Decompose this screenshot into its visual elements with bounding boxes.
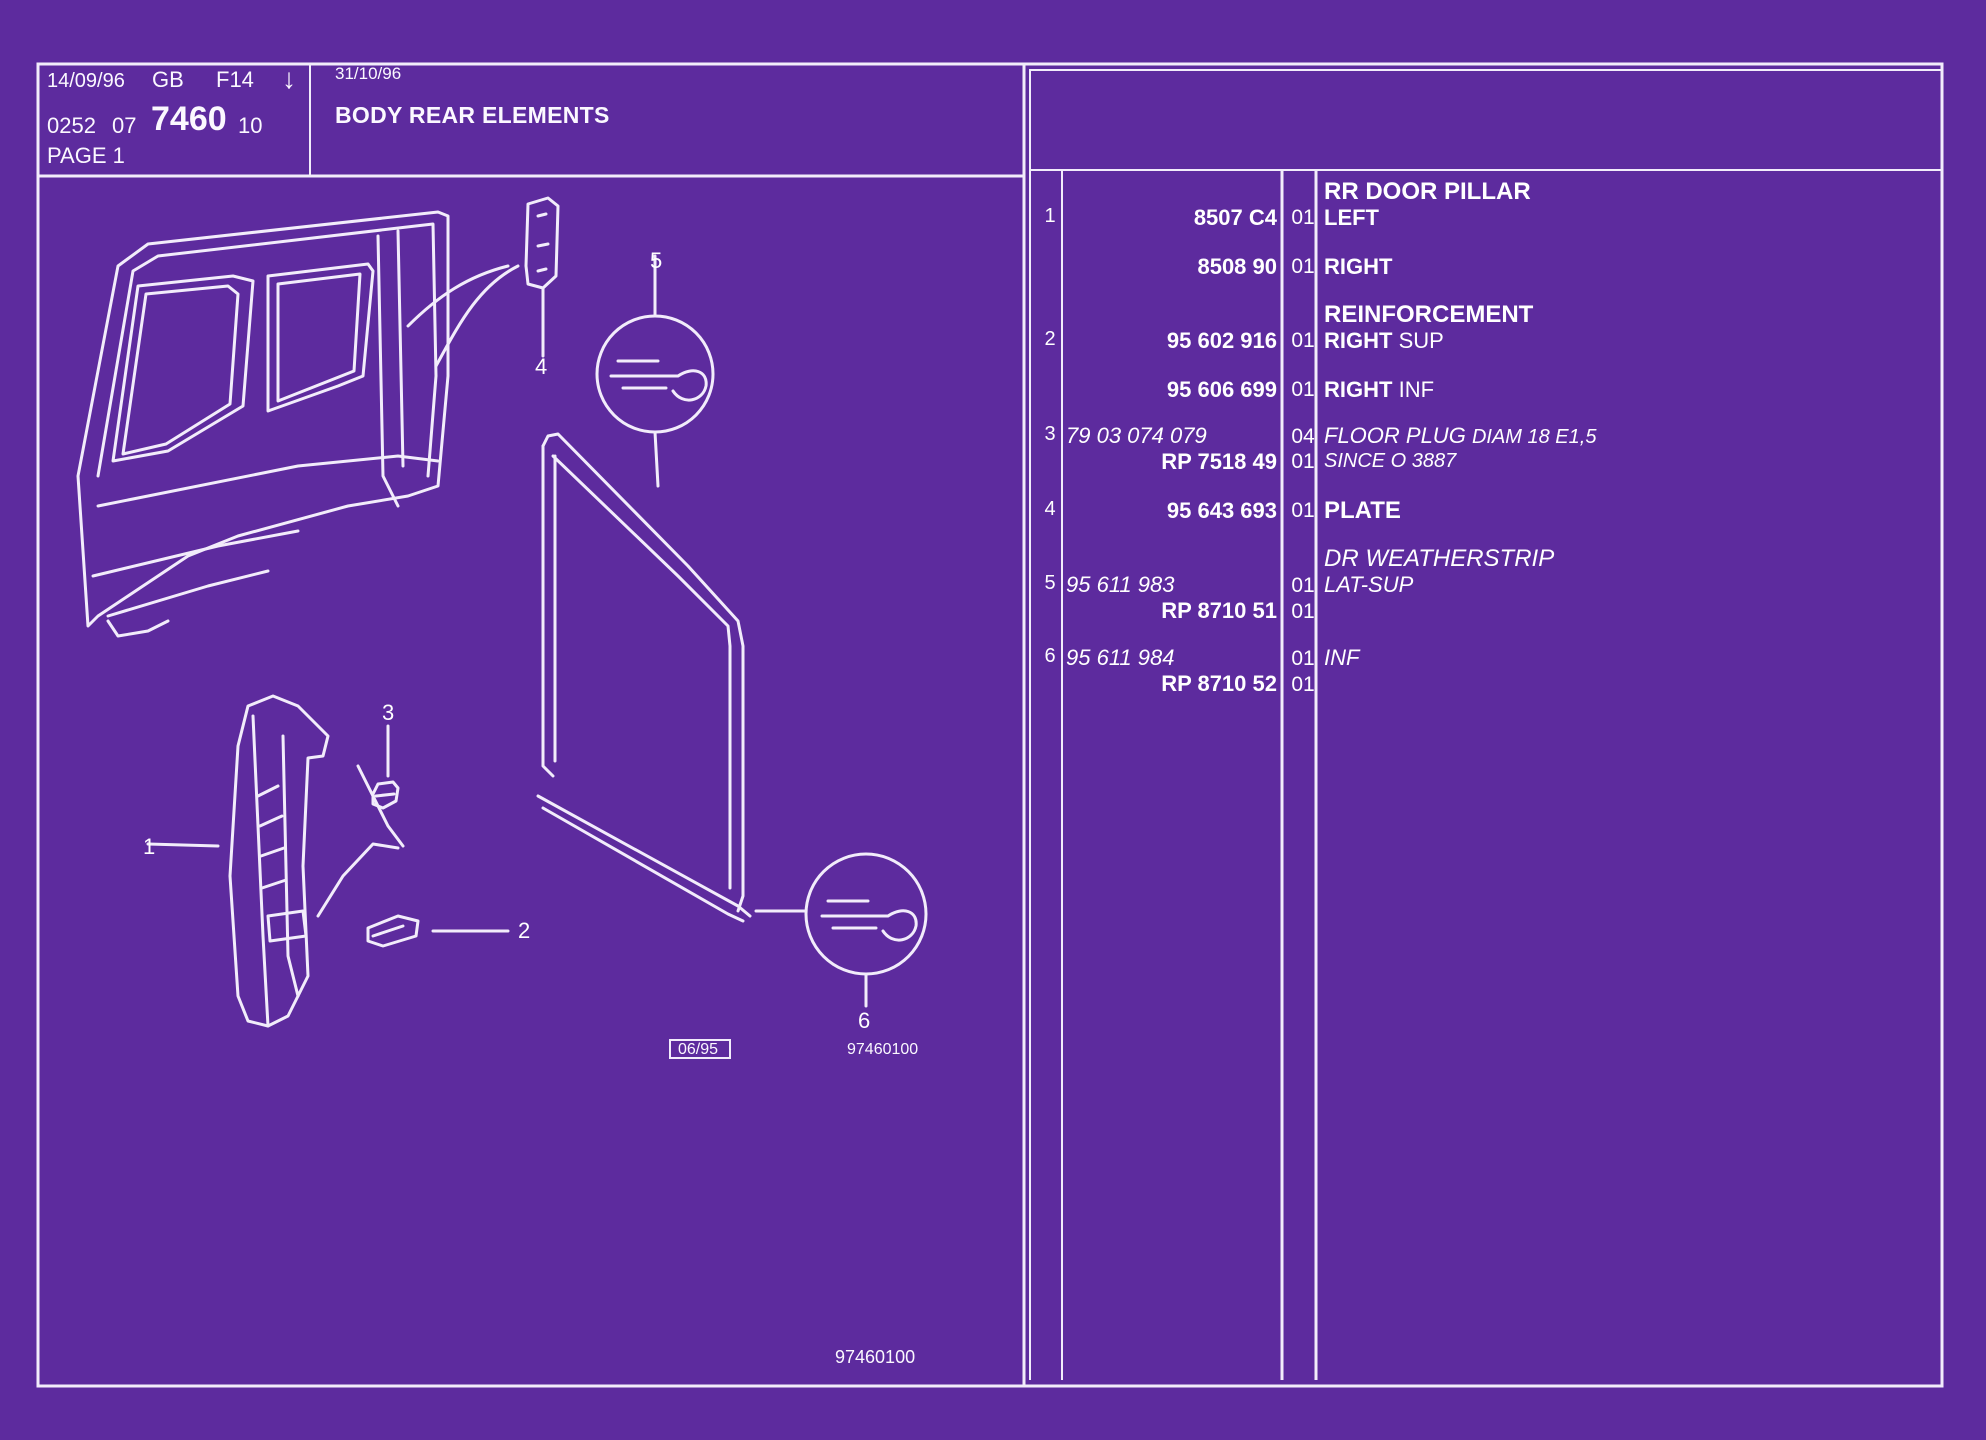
callout-1: 1 xyxy=(143,834,156,859)
page-number: PAGE 1 xyxy=(47,143,125,168)
quantity: 01 xyxy=(1291,673,1315,696)
callout-2: 2 xyxy=(518,918,531,943)
part-number: 95 611 983 xyxy=(1066,572,1175,597)
header-language: GB xyxy=(152,67,184,92)
quantity: 01 xyxy=(1291,647,1315,670)
header-number-b: 07 xyxy=(112,113,137,138)
description: PLATE xyxy=(1324,497,1401,524)
description: RIGHT xyxy=(1324,254,1393,279)
description: LAT-SUP xyxy=(1324,572,1414,597)
part-number: RP 8710 52 xyxy=(1161,671,1277,696)
ref-number: 2 xyxy=(1044,328,1056,350)
header-number-c: 10 xyxy=(238,113,263,138)
exploded-parts-drawing xyxy=(76,196,928,1059)
ref-number: 4 xyxy=(1044,498,1056,520)
callout-4: 4 xyxy=(535,354,548,379)
quantity: 01 xyxy=(1291,255,1315,278)
header-number-a: 0252 xyxy=(47,113,96,138)
part-number: 8507 C4 xyxy=(1193,205,1277,230)
quantity: 04 xyxy=(1291,425,1315,448)
description: LEFT xyxy=(1324,205,1379,230)
header-date: 14/09/96 xyxy=(47,70,125,92)
description: FLOOR PLUG DIAM 18 E1,5 xyxy=(1324,423,1597,448)
callout-6: 6 xyxy=(858,1008,871,1033)
header-code: F14 xyxy=(216,67,254,92)
part-number: 95 611 984 xyxy=(1066,645,1175,670)
ref-number: 5 xyxy=(1044,572,1056,594)
part-number: RP 8710 51 xyxy=(1161,598,1277,623)
revision-date: 31/10/96 xyxy=(335,64,402,83)
description: RIGHT INF xyxy=(1324,377,1435,402)
footer-reference: 97460100 xyxy=(835,1347,916,1367)
ref-number: 3 xyxy=(1044,423,1056,445)
part-number: 95 643 693 xyxy=(1166,498,1277,523)
description: SINCE O 3887 xyxy=(1324,450,1457,472)
quantity: 01 xyxy=(1291,574,1315,597)
drawing-date-box: 06/95 xyxy=(678,1041,719,1058)
quantity: 01 xyxy=(1291,378,1315,401)
header-main-number: 7460 xyxy=(151,100,227,138)
down-arrow-icon: ↓ xyxy=(282,63,296,94)
description: RIGHT SUP xyxy=(1324,328,1444,353)
ref-number: 6 xyxy=(1044,645,1056,667)
ref-number: 1 xyxy=(1044,205,1056,227)
callout-3: 3 xyxy=(382,700,395,725)
part-number: RP 7518 49 xyxy=(1161,449,1277,474)
group-heading-rr-door-pillar: RR DOOR PILLAR xyxy=(1324,178,1531,205)
group-heading-dr-weatherstrip: DR WEATHERSTRIP xyxy=(1324,545,1555,572)
page-title: BODY REAR ELEMENTS xyxy=(335,102,610,128)
part-number: 95 606 699 xyxy=(1166,377,1277,402)
quantity: 01 xyxy=(1291,600,1315,623)
quantity: 01 xyxy=(1291,329,1315,352)
quantity: 01 xyxy=(1291,206,1315,229)
description: INF xyxy=(1324,645,1360,670)
drawing-reference: 97460100 xyxy=(847,1041,919,1058)
part-number: 8508 90 xyxy=(1197,254,1277,279)
part-number: 79 03 074 079 xyxy=(1066,423,1207,448)
callout-5: 5 xyxy=(650,248,663,273)
quantity: 01 xyxy=(1291,499,1315,522)
part-number: 95 602 916 xyxy=(1166,328,1277,353)
quantity: 01 xyxy=(1291,450,1315,473)
group-heading-reinforcement: REINFORCEMENT xyxy=(1324,301,1534,328)
